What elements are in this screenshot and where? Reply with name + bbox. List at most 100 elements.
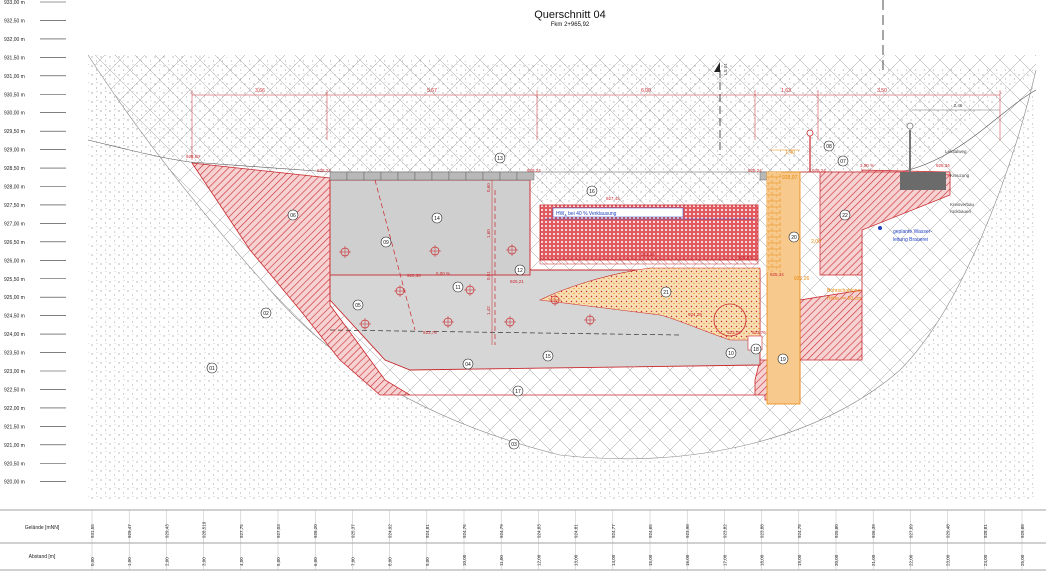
table-cell-abstand: 2,00 bbox=[164, 557, 169, 566]
elevation-label: 925,50 m bbox=[4, 277, 25, 283]
elevation-label: 931,50 m bbox=[4, 55, 25, 61]
kerb-block bbox=[900, 172, 946, 190]
label-wasser-1: geplante Wasser- bbox=[893, 229, 932, 235]
table-cell-abstand: 6,00 bbox=[313, 557, 318, 566]
elevation-label: 927,50 m bbox=[4, 203, 25, 209]
table-cell-abstand: 5,00 bbox=[276, 557, 281, 566]
circle-marker-label: 19 bbox=[780, 357, 786, 363]
hw-box bbox=[552, 207, 684, 218]
cap-stone bbox=[448, 171, 467, 181]
cap-stone bbox=[363, 171, 382, 181]
page-title: Querschnitt 04 bbox=[534, 9, 606, 21]
circle-marker bbox=[777, 353, 789, 365]
hw-label: HWA bei 40 % Verklausung bbox=[556, 211, 617, 218]
table-cell-abstand: 22,00 bbox=[908, 554, 913, 566]
dim-vertical-4: 1,42 bbox=[486, 306, 491, 315]
table-cell-gelaende: 925,80 bbox=[834, 524, 839, 538]
table-cell-abstand: 18,00 bbox=[760, 554, 765, 566]
table-cell-gelaende: 924,81 bbox=[425, 524, 430, 538]
level-3: 927,44 bbox=[606, 196, 620, 201]
level-11: 925,84 bbox=[738, 255, 752, 260]
section-arrow-icon bbox=[714, 62, 720, 72]
table-cell-gelaende: 929,88 bbox=[1020, 524, 1025, 538]
tie-rod-3 bbox=[329, 329, 681, 336]
gravel-zone bbox=[538, 267, 761, 341]
table-cell-abstand: 14,00 bbox=[611, 554, 616, 566]
elevation-label: 925,00 m bbox=[4, 295, 25, 301]
circle-marker bbox=[660, 286, 672, 298]
circle-marker bbox=[586, 185, 598, 197]
level-7: 928,34 bbox=[936, 163, 950, 168]
circle-marker bbox=[750, 343, 762, 355]
table-cell-abstand: 19,00 bbox=[797, 554, 802, 566]
table-cell-gelaende: 925,37 bbox=[350, 524, 355, 538]
table-cell-abstand: 15,00 bbox=[648, 554, 653, 566]
table-cell-abstand: 11,00 bbox=[499, 555, 504, 566]
elevation-label: 923,00 m bbox=[4, 369, 25, 375]
table-cell-abstand: 8,00 bbox=[388, 557, 393, 566]
elevation-label: 923,50 m bbox=[4, 351, 25, 357]
cap-stone bbox=[397, 171, 416, 181]
table-cell-gelaende: 926,39 bbox=[871, 524, 876, 538]
table-cell-abstand: 25,00 bbox=[1020, 554, 1025, 566]
circle-marker-label: 11 bbox=[455, 285, 460, 291]
section-marker: LS 01 bbox=[723, 63, 728, 75]
dim-orange-2: 2,00 bbox=[811, 239, 821, 245]
table-cell-gelaende: 924,81 bbox=[574, 524, 579, 538]
circle-marker bbox=[287, 209, 299, 221]
circle-marker bbox=[837, 155, 849, 167]
table-cell-gelaende: 928,81 bbox=[983, 524, 988, 538]
dim-top-2: 5,67 bbox=[427, 88, 437, 94]
elevation-label: 924,50 m bbox=[4, 314, 25, 320]
level-10: 925,64 bbox=[641, 252, 655, 257]
page-subtitle: Fkm 2+965,92 bbox=[551, 22, 590, 28]
dim-top-3: 6,00 bbox=[641, 88, 651, 94]
cap-stone bbox=[414, 171, 433, 181]
circle-marker bbox=[823, 140, 835, 152]
circle-marker bbox=[725, 347, 737, 359]
slope-2: 3,00 % bbox=[860, 163, 874, 168]
cap-stone bbox=[499, 171, 518, 181]
level-8: 925,36 bbox=[407, 273, 421, 278]
elevation-label: 928,50 m bbox=[4, 166, 25, 172]
table-cell-abstand: 17,00 bbox=[722, 554, 727, 566]
circle-marker-label: 05 bbox=[355, 303, 361, 309]
anchor-marks bbox=[339, 244, 596, 330]
circle-marker bbox=[788, 231, 800, 243]
slope-1: 5,00 % bbox=[436, 271, 450, 276]
circle-marker-label: 15 bbox=[545, 354, 551, 360]
level-labels: 928,60 928,24 928,24 927,44 928,24 928,0… bbox=[186, 154, 950, 335]
elevation-label: 930,50 m bbox=[4, 92, 25, 98]
row-label-gelaende: Gelände [mNN] bbox=[25, 525, 60, 531]
elevation-label: 930,00 m bbox=[4, 111, 25, 117]
table-cell-gelaende: 927,69 bbox=[908, 524, 913, 538]
circle-marker bbox=[839, 209, 851, 221]
circle-marker bbox=[431, 212, 443, 224]
dim-vertical-1: 0,60 bbox=[486, 183, 491, 192]
table-cell-gelaende: 923,82 bbox=[722, 524, 727, 538]
dim-top-5: 3,50 bbox=[877, 88, 887, 94]
table-cell-abstand: 9,00 bbox=[425, 557, 430, 566]
label-bohr-2: Höhe >= 50 cm bbox=[827, 296, 861, 302]
wall-block bbox=[329, 179, 531, 276]
label-leinpfad: Leintalweg bbox=[945, 149, 967, 154]
circle-marker bbox=[352, 299, 364, 311]
row-label-abstand: Abstand [m] bbox=[29, 554, 56, 560]
table-cell-abstand: 13,00 bbox=[574, 554, 579, 566]
circle-marker bbox=[514, 264, 526, 276]
soil-dots bbox=[88, 55, 1036, 500]
top-dimension-chain: 3,66 5,67 6,00 1,63 3,50 bbox=[191, 88, 1001, 160]
label-kreis-1: Kreisverbau bbox=[950, 202, 975, 207]
circle-marker-label: 16 bbox=[589, 189, 595, 195]
water-pipe-icon bbox=[878, 226, 882, 230]
table-cell-gelaende: 924,79 bbox=[499, 524, 504, 538]
table-cell-gelaende: 924,83 bbox=[536, 524, 541, 538]
elevation-label: 924,00 m bbox=[4, 332, 25, 338]
dim-right: 2,46 bbox=[954, 103, 963, 108]
cap-stone bbox=[380, 171, 399, 181]
table-cell-abstand: 23,00 bbox=[946, 554, 951, 566]
level-13: 925,26 bbox=[794, 276, 810, 282]
circle-marker-label: 07 bbox=[840, 159, 846, 165]
circle-marker-label: 22 bbox=[842, 213, 848, 219]
